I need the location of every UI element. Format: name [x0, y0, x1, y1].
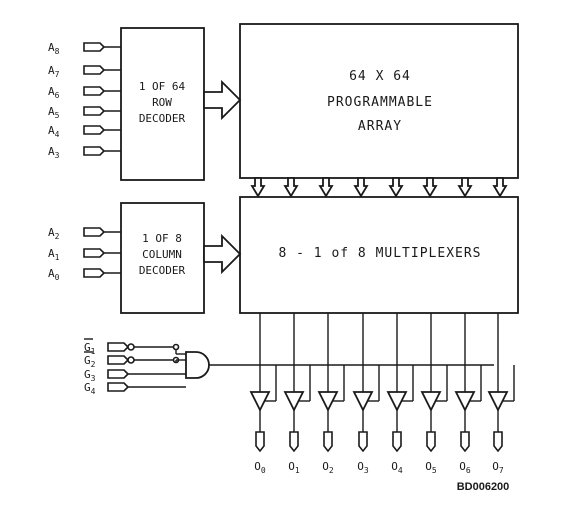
output-label: O0 [254, 460, 266, 475]
gate-input-label: G3 [84, 368, 96, 383]
array-line1: 64 X 64 [349, 69, 411, 84]
pin-icon [83, 125, 106, 135]
pin-icon [83, 65, 106, 75]
row-input-label: A8 [48, 41, 60, 56]
pin-icon [255, 431, 265, 453]
inversion-bubble-icon [172, 343, 180, 351]
and-gate-icon [185, 351, 210, 379]
pin-icon [392, 431, 402, 453]
column-decoder-block [120, 202, 205, 314]
array-to-mux-bus [250, 177, 508, 198]
inversion-bubble-icon [127, 356, 135, 364]
multiplexers-label: 8 - 1 of 8 MULTIPLEXERS [278, 246, 481, 261]
pin-icon [460, 431, 470, 453]
output-label: O5 [425, 460, 437, 475]
drawing-code: BD006200 [457, 481, 510, 493]
pin-icon [107, 355, 130, 365]
row-decoder-block [120, 27, 205, 181]
output-label: O6 [459, 460, 471, 475]
bus-arrow-icon [422, 177, 438, 198]
pin-icon [83, 268, 106, 278]
bus-arrow-icon [457, 177, 473, 198]
output-label: O3 [357, 460, 369, 475]
output-stage: O0 O1 O2 O3 O4 O5 O6 O7 [249, 313, 515, 475]
bus-arrow-icon [318, 177, 334, 198]
output-label: O7 [492, 460, 504, 475]
block-arrow-icon [203, 233, 242, 275]
column-decoder-line3: DECODER [139, 264, 186, 277]
output-label: O4 [391, 460, 403, 475]
row-input-label: A5 [48, 105, 60, 120]
bus-arrow-icon [250, 177, 266, 198]
pin-icon [83, 86, 106, 96]
pin-icon [493, 431, 503, 453]
pin-icon [83, 248, 106, 258]
gate-input-label: G1 [84, 341, 96, 356]
column-decoder-line2: COLUMN [142, 248, 182, 261]
row-decoder-line1: 1 OF 64 [139, 80, 186, 93]
row-input-label: A4 [48, 124, 60, 139]
pin-icon [83, 106, 106, 116]
programmable-array-block [239, 23, 519, 179]
row-decoder-line2: ROW [152, 96, 172, 109]
bus-arrow-icon [353, 177, 369, 198]
column-input-label: A2 [48, 226, 60, 241]
output-label: O1 [288, 460, 300, 475]
bus-arrow-icon [492, 177, 508, 198]
column-decoder-line1: 1 OF 8 [142, 232, 182, 245]
output-label: O2 [322, 460, 334, 475]
pin-icon [83, 42, 106, 52]
row-input-label: A6 [48, 85, 60, 100]
row-input-label: A7 [48, 64, 60, 79]
array-line2: PROGRAMMABLE [327, 95, 433, 110]
pin-icon [107, 342, 130, 352]
bus-arrow-icon [283, 177, 299, 198]
row-decoder-line3: DECODER [139, 112, 186, 125]
pin-icon [358, 431, 368, 453]
bus-arrow-icon [388, 177, 404, 198]
pin-icon [107, 382, 130, 392]
column-input-label: A1 [48, 247, 60, 262]
pin-icon [289, 431, 299, 453]
multiplexers-block [239, 196, 519, 314]
gate-input-label: G4 [84, 381, 96, 396]
inversion-bubble-icon [127, 343, 135, 351]
gate-input-label: G2 [84, 354, 96, 369]
array-line3: ARRAY [358, 119, 402, 134]
pin-icon [83, 146, 106, 156]
column-input-label: A0 [48, 267, 60, 282]
row-input-label: A3 [48, 145, 60, 160]
pin-icon [107, 369, 130, 379]
pin-icon [323, 431, 333, 453]
pin-icon [426, 431, 436, 453]
pin-icon [83, 227, 106, 237]
block-arrow-icon [203, 79, 242, 121]
